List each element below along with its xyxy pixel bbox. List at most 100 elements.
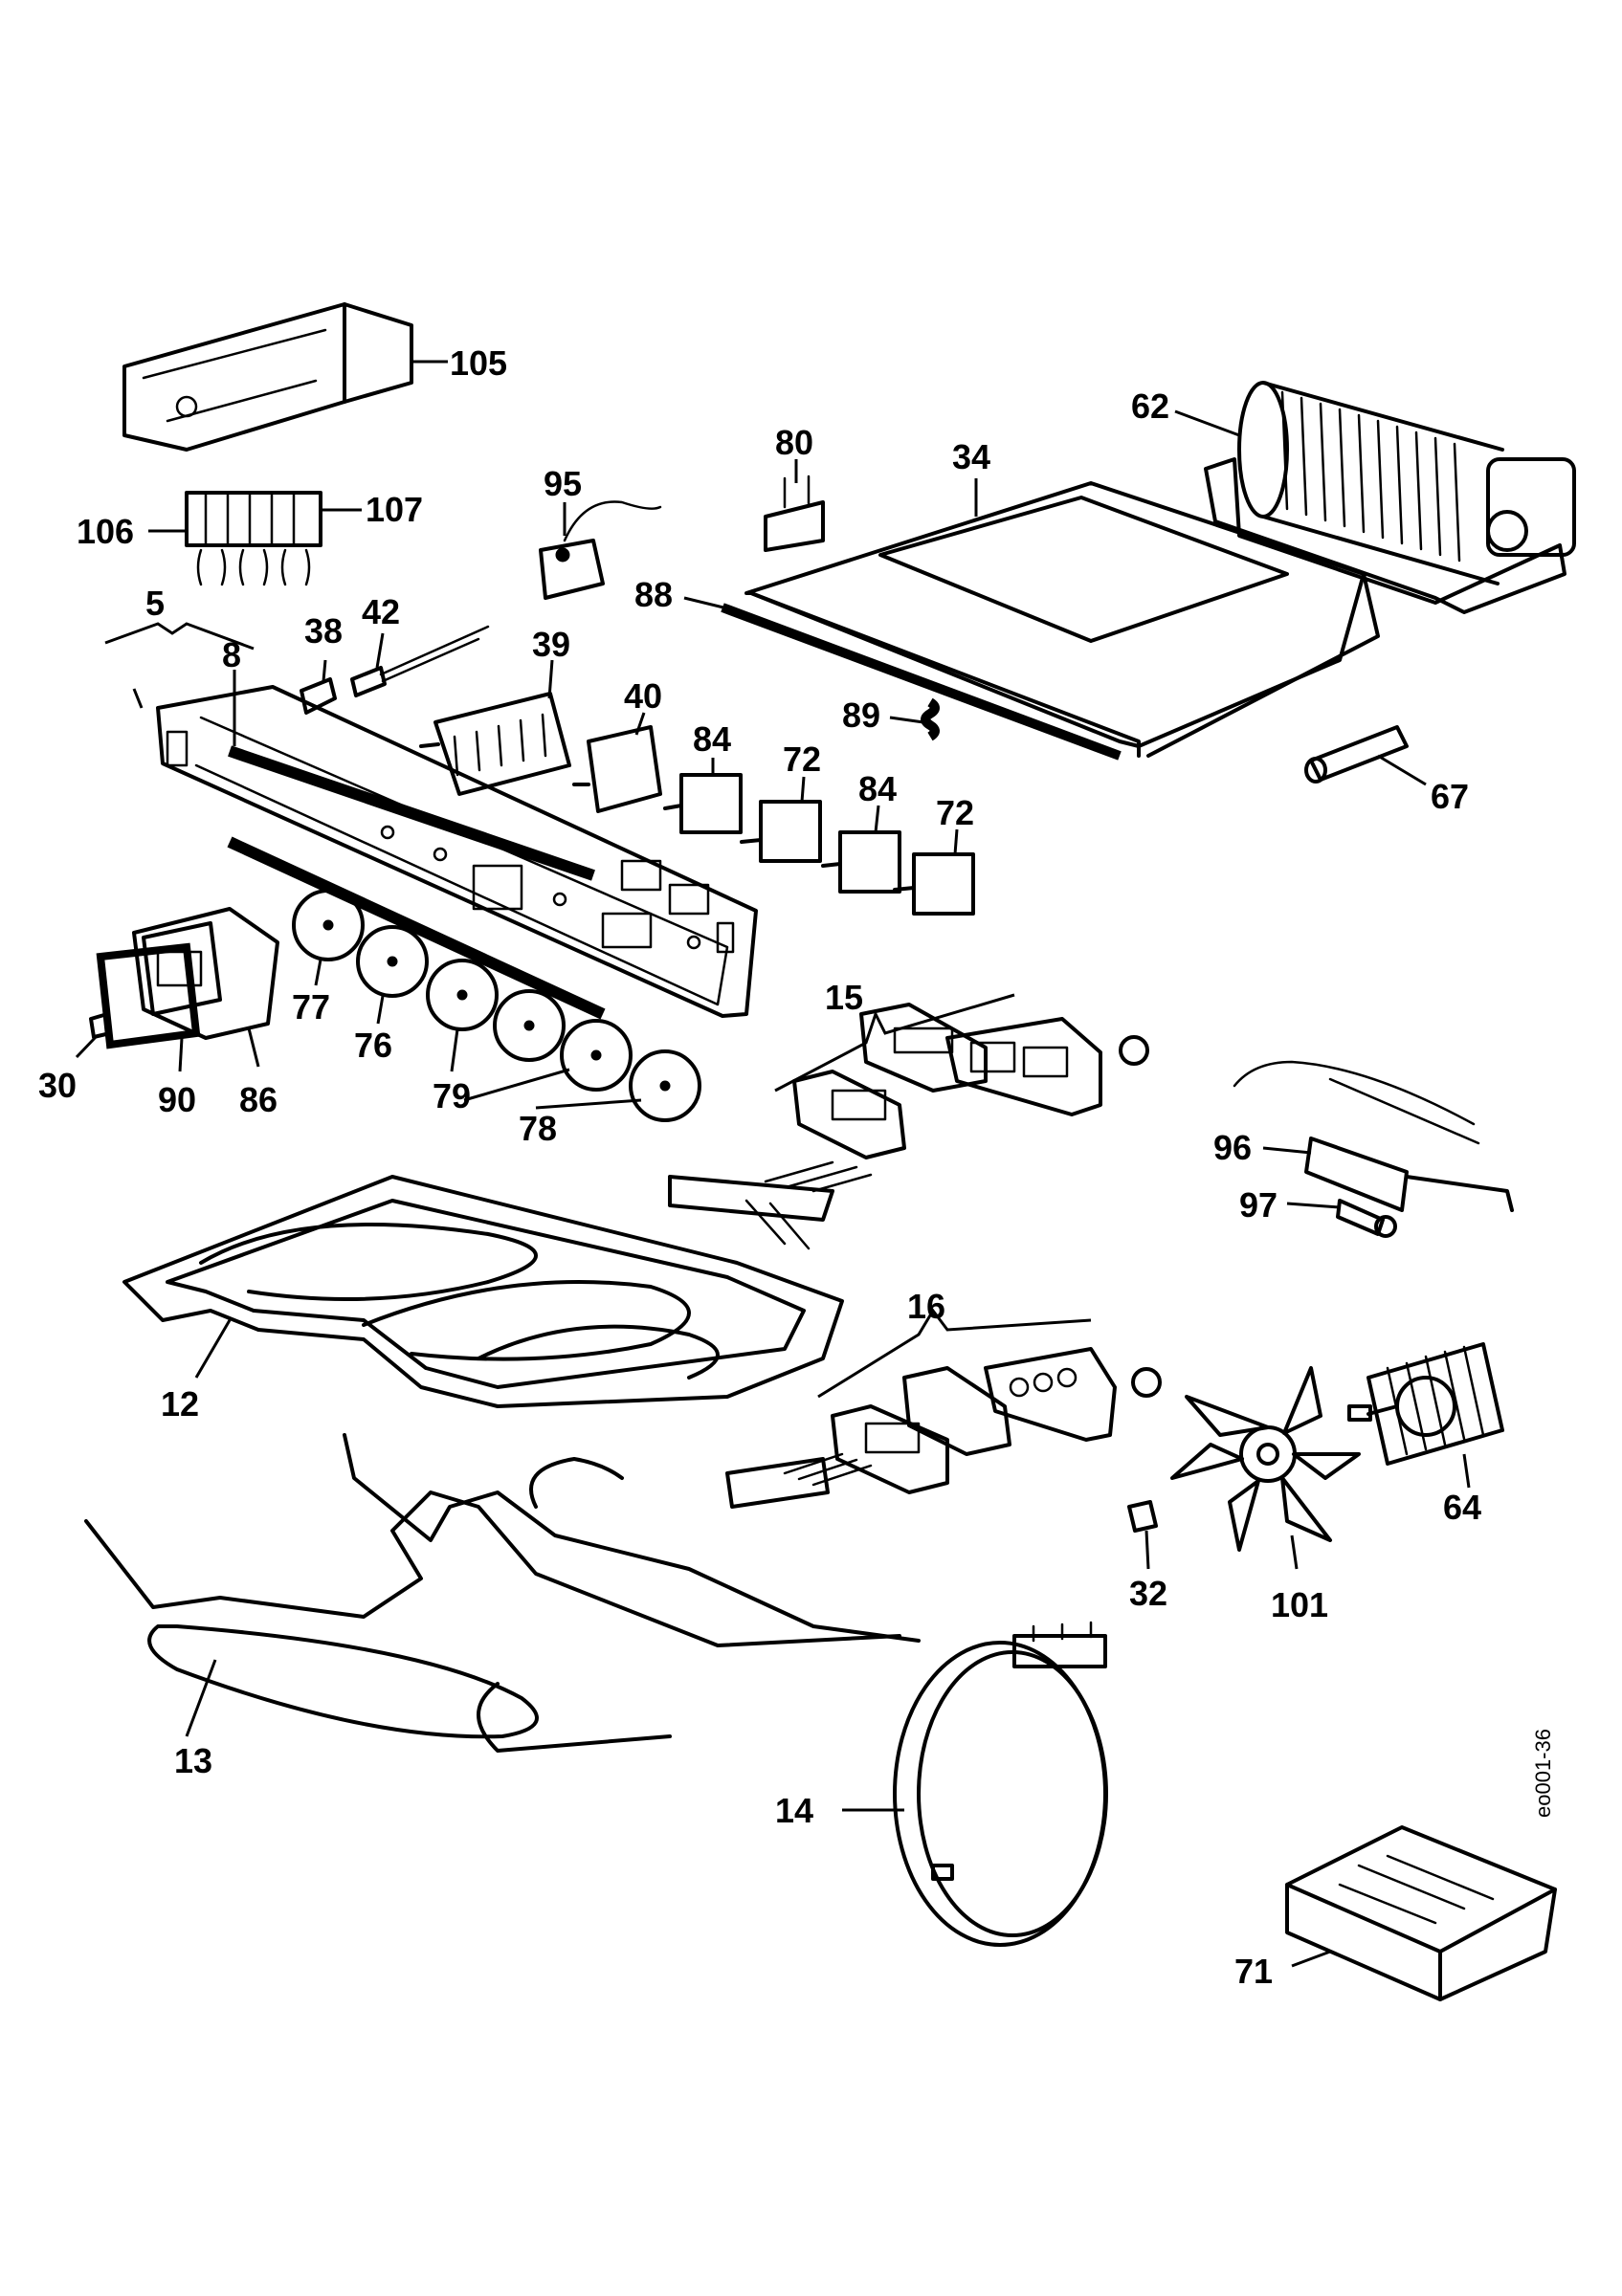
label-62: 62 <box>1131 386 1169 426</box>
label-101: 101 <box>1271 1585 1328 1624</box>
leader-84b <box>874 805 880 833</box>
leader-72b <box>953 828 959 855</box>
part-78-knob-a <box>560 1019 633 1092</box>
label-14: 14 <box>775 1791 813 1830</box>
label-79: 79 <box>433 1076 471 1115</box>
part-89-spring <box>921 697 940 741</box>
leader-67 <box>1377 754 1427 786</box>
bracket-15 <box>774 993 1015 1093</box>
leader-42 <box>375 632 385 669</box>
part-84-thermostat-a <box>663 773 743 834</box>
part-5-control-panel <box>156 685 758 1018</box>
leader-90 <box>178 1037 184 1072</box>
part-101-fan-impeller <box>1170 1366 1361 1552</box>
label-97: 97 <box>1239 1185 1278 1225</box>
leader-71 <box>1291 1950 1331 1968</box>
part-40-timer <box>572 725 662 813</box>
label-89: 89 <box>842 695 880 735</box>
part-67-heater-sleeve <box>1304 725 1409 784</box>
part-95-thermal-cutout <box>539 500 662 600</box>
leader-5-panel <box>132 688 144 709</box>
label-5: 5 <box>145 584 165 623</box>
part-97-clamp <box>1336 1199 1397 1238</box>
part-84-thermostat-b <box>821 830 901 894</box>
part-77-knob <box>292 889 365 961</box>
leader-78 <box>463 1068 642 1110</box>
leader-96 <box>1262 1146 1312 1155</box>
part-14-circular-element <box>893 1621 1108 1947</box>
label-12: 12 <box>161 1384 199 1424</box>
label-42: 42 <box>362 592 400 631</box>
bracket-5 <box>104 622 255 651</box>
part-96-probe-socket <box>1233 1060 1514 1212</box>
leader-77 <box>314 959 322 986</box>
part-80-door-switch <box>764 475 825 552</box>
label-105: 105 <box>450 343 507 383</box>
part-76-knob <box>356 925 429 998</box>
part-62-tangential-fan <box>1204 381 1576 614</box>
label-32: 32 <box>1129 1574 1167 1613</box>
part-12-grill-element <box>122 1160 873 1408</box>
leader-88 <box>683 596 728 610</box>
part-13-lower-element <box>84 1433 921 1753</box>
part-16-terminal-assembly <box>831 1347 1162 1494</box>
label-84b: 84 <box>858 769 897 808</box>
leader-32 <box>1144 1530 1150 1570</box>
part-8-trim-strip-upper <box>228 745 595 881</box>
label-16: 16 <box>907 1287 945 1326</box>
label-8: 8 <box>222 635 241 674</box>
leader-30 <box>75 1035 98 1059</box>
leader-12 <box>194 1319 232 1379</box>
part-105-box-cover <box>122 302 413 452</box>
label-72b: 72 <box>936 793 974 832</box>
part-79-knob-b <box>493 989 566 1062</box>
leader-64 <box>1462 1453 1471 1489</box>
part-39-selector-switch <box>419 692 571 796</box>
part-72-thermostat-a <box>740 800 822 863</box>
label-71: 71 <box>1234 1952 1273 1991</box>
label-13: 13 <box>174 1741 212 1780</box>
label-106: 106 <box>77 512 134 551</box>
leader-38 <box>322 659 327 682</box>
leader-40 <box>634 712 646 736</box>
label-40: 40 <box>624 676 662 716</box>
label-67: 67 <box>1431 777 1469 816</box>
label-88: 88 <box>634 575 673 614</box>
label-80: 80 <box>775 423 813 462</box>
part-106-107-terminal-block <box>185 491 322 586</box>
label-39: 39 <box>532 625 570 664</box>
part-8-trim-strip-lower <box>227 836 606 1020</box>
leader-62 <box>1174 409 1240 437</box>
leader-39 <box>547 659 554 699</box>
label-95: 95 <box>544 464 582 503</box>
label-84a: 84 <box>693 719 731 759</box>
drawing-code: eo001-36 <box>1531 1729 1555 1818</box>
part-71-cover <box>1285 1825 1557 2001</box>
leader-79 <box>450 1028 459 1072</box>
leader-86 <box>247 1027 260 1068</box>
leader-101 <box>1290 1534 1299 1570</box>
label-90: 90 <box>158 1080 196 1119</box>
label-78: 78 <box>519 1109 557 1148</box>
part-42-temperature-probe <box>350 625 490 697</box>
label-76: 76 <box>354 1026 392 1065</box>
label-15: 15 <box>825 978 863 1017</box>
part-38-lamp <box>300 677 337 715</box>
leader-76 <box>376 995 385 1025</box>
part-88-gasket-strip <box>721 603 1122 761</box>
label-86: 86 <box>239 1080 278 1119</box>
part-15-terminal-assembly <box>792 1003 1149 1159</box>
part-78-knob-b <box>629 1049 701 1122</box>
part-30-clip <box>89 1012 112 1039</box>
part-34-cover-plate <box>744 481 1380 758</box>
leader-89 <box>889 716 924 724</box>
label-38: 38 <box>304 611 343 651</box>
label-107: 107 <box>366 490 423 529</box>
label-77: 77 <box>292 987 330 1027</box>
label-64: 64 <box>1443 1488 1481 1527</box>
part-79-knob-a <box>426 959 499 1031</box>
label-34: 34 <box>952 437 990 476</box>
part-72-thermostat-b <box>893 852 975 916</box>
part-64-fan-motor <box>1347 1342 1504 1466</box>
